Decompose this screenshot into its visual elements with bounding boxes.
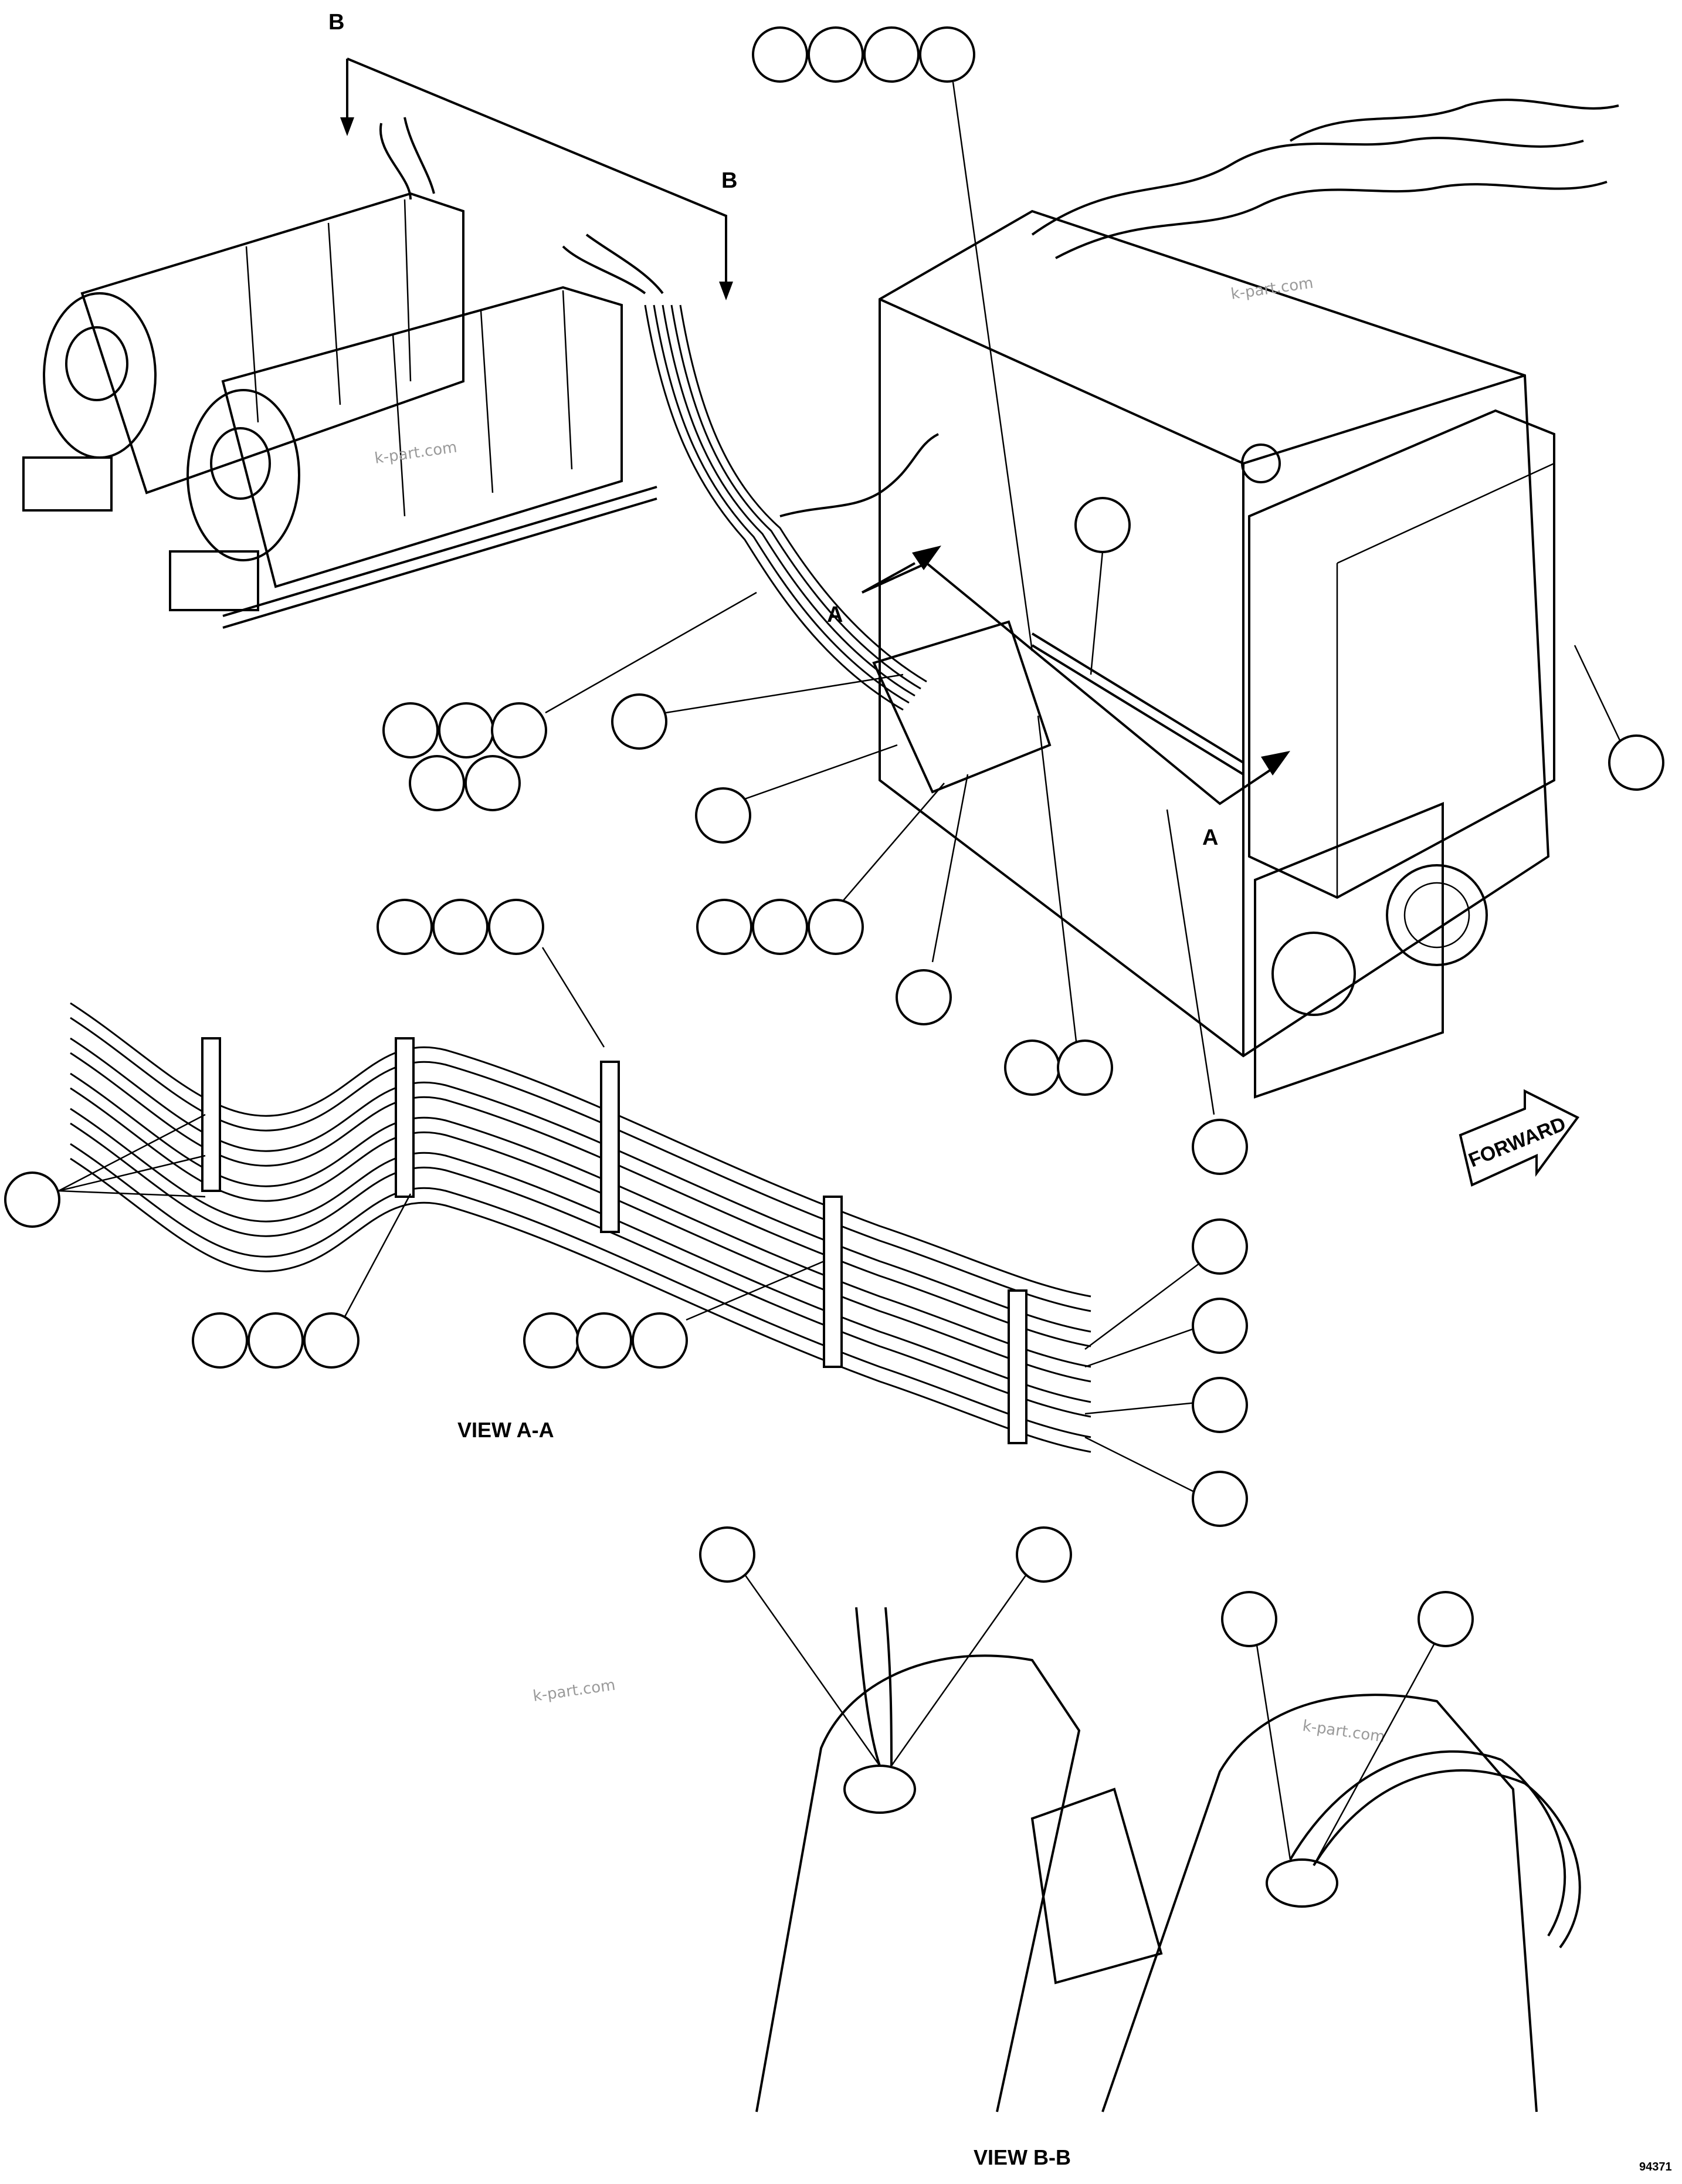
watermark: k-part.com <box>1301 1717 1386 1746</box>
harness-bracket-plate <box>872 620 1052 794</box>
view-aa-title: VIEW A-A <box>457 1418 554 1442</box>
silencer-rear-end-cap <box>43 292 157 459</box>
tank-top-hose-2 <box>1055 181 1608 259</box>
section-b-indicator: B B <box>328 10 737 300</box>
view-bb-wires-left <box>855 1607 893 1766</box>
callout-leaders <box>58 82 1632 1866</box>
connector-socket-left <box>1271 932 1356 1016</box>
silencer-front-end-cap <box>186 389 300 561</box>
control-box <box>1248 409 1555 899</box>
silencer-rear-body <box>80 192 464 495</box>
view-bb-silencer-left <box>755 1654 1081 2112</box>
silencer-front-body <box>221 286 623 588</box>
section-b-cut-line <box>347 57 727 293</box>
section-b-label-left: B <box>328 10 344 35</box>
watermark: k-part.com <box>1230 275 1314 303</box>
section-a-arrow-top <box>862 562 915 594</box>
arrow-head-icon <box>719 282 733 300</box>
forward-arrow-shape <box>1459 1089 1580 1187</box>
control-box-edges <box>1336 462 1555 898</box>
tank-top-hose-1 <box>1031 137 1584 236</box>
watermark: k-part.com <box>532 1677 616 1705</box>
view-aa-hose-run <box>70 1002 1091 1453</box>
view-bb-silencer-right <box>1101 1694 1538 2112</box>
section-a-indicator: A A <box>827 546 1290 850</box>
figure-code: 94371 <box>1639 2161 1672 2173</box>
silencer-frame-rail <box>222 486 657 629</box>
silencer-rear-bracket <box>22 456 113 512</box>
tank-fill-cap <box>1241 443 1281 483</box>
callout-balloons <box>4 26 1664 1647</box>
view-bb-title: VIEW B-B <box>974 2145 1071 2169</box>
connector-socket-right-inner <box>1403 882 1470 949</box>
view-bb-wires-right <box>1289 1750 1525 1867</box>
section-a-label-bottom: A <box>1202 825 1218 850</box>
tank-body <box>879 209 1550 1058</box>
view-bb-harness-right <box>1500 1759 1581 1949</box>
connector-socket-right <box>1386 864 1488 966</box>
silencer-front-fittings <box>562 233 664 294</box>
view-bb-detail <box>755 1607 1581 2112</box>
silencer-rear-bands <box>245 199 412 423</box>
silencer-front-bracket <box>169 550 259 611</box>
section-b-label-right: B <box>721 168 737 193</box>
view-bb-sensor-left <box>843 1765 916 1814</box>
tank-clamp-rail <box>1031 632 1244 776</box>
view-bb-divider-plate <box>1030 1787 1163 1985</box>
clamp-set <box>201 1037 1027 1444</box>
section-a-label-top: A <box>827 602 843 627</box>
arrow-head-icon <box>912 546 941 570</box>
harness-branch <box>779 433 939 517</box>
tank-top-hose-3 <box>1289 99 1619 142</box>
silencer-rear-fittings <box>379 117 435 200</box>
watermark: k-part.com <box>374 439 458 468</box>
section-a-cut-line <box>862 561 1274 805</box>
tank-lower-housing <box>1254 802 1444 1099</box>
harness-bundle <box>644 304 939 711</box>
hydraulic-tank-assembly <box>872 99 1619 1099</box>
forward-arrow: FORWARD <box>1459 1089 1580 1187</box>
silencer-front-flange <box>210 427 271 500</box>
silencer-front-bands <box>392 290 573 517</box>
arrow-head-icon <box>340 117 354 136</box>
arrow-head-icon <box>1261 751 1290 776</box>
view-bb-sensor-right <box>1266 1858 1338 1908</box>
silencer-rear-flange <box>65 326 128 401</box>
exhaust-silencer-assembly <box>22 117 664 629</box>
